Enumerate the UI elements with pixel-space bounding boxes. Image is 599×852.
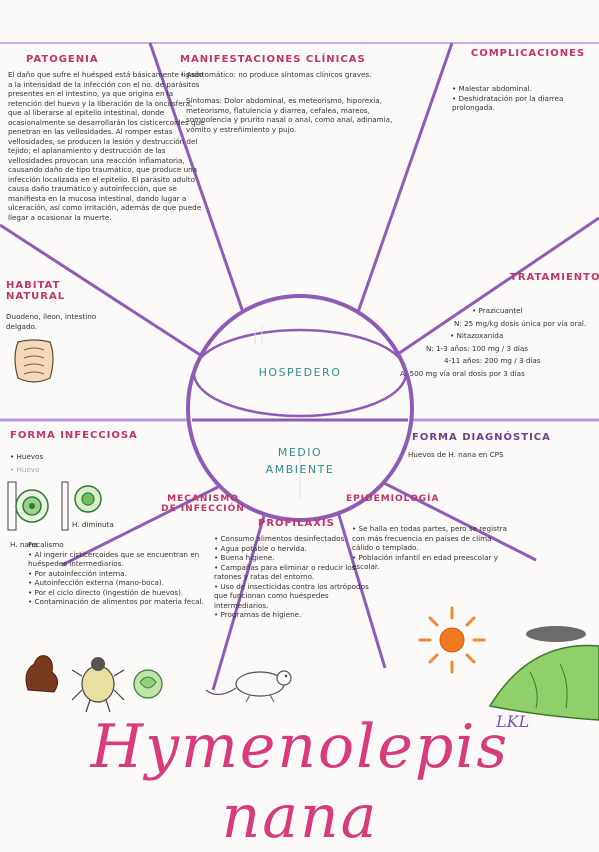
patogenia-title: PATOGENIA	[26, 54, 99, 65]
egg-h-nana-icon	[7, 481, 49, 531]
signature: LKL	[496, 712, 530, 731]
profilaxis-title: PROFILAXIS	[258, 518, 335, 529]
manifestaciones-intro: • Asintomático: no produce síntomas clín…	[180, 70, 372, 79]
tratamiento-list: • Prazicuantel N: 25 mg/kg dosis única p…	[400, 306, 596, 381]
mecanismo-title: MECANISMO DE INFECCIÓN	[161, 494, 245, 514]
epidemiologia-title: EPIDEMIOLOGÍA	[346, 494, 440, 504]
profilaxis-text: • Consumo alimentos desinfectados. • Agu…	[214, 534, 369, 619]
beetle-icon	[71, 657, 125, 713]
medio-ambiente-label-1: MEDIO	[277, 446, 323, 459]
h-nana-label: H. nana	[10, 540, 38, 549]
hospedero-ellipse	[192, 328, 408, 418]
hospedero-label: HOSPEDERO	[258, 366, 342, 379]
complicaciones-text: • Malestar abdominal. • Deshidratación p…	[452, 84, 564, 112]
tratamiento-line: • Prazicuantel	[472, 306, 523, 315]
epidemiologia-text: • Se halla en todas partes, pero se regi…	[352, 524, 508, 571]
ray-4	[391, 216, 599, 360]
lettuce-icon	[133, 669, 163, 699]
tratamiento-line: N: 25 mg/kg dosis única por vía oral.	[454, 318, 587, 328]
patogenia-text: El daño que sufre el huésped está básica…	[8, 70, 205, 222]
tratamiento-line: N: 1-3 años: 100 mg / 3 días	[426, 343, 529, 353]
tratamiento-line: A: 500 mg vía oral dosis por 3 días	[400, 368, 525, 378]
ray-3	[0, 223, 206, 360]
egg-h-diminuta-icon	[61, 481, 102, 531]
h-diminuta-label: H. diminuta	[72, 520, 114, 529]
ray-1	[148, 42, 247, 319]
medio-ambiente-label-2: AMBIENTE	[265, 463, 335, 476]
manifestaciones-text: Síntomas: Dolor abdominal, es meteorismo…	[186, 96, 393, 134]
forma-infecciosa-title: FORMA INFECCIOSA	[10, 430, 138, 441]
ray-6	[211, 501, 270, 691]
ray-8	[377, 478, 537, 562]
forma-diagnostica-text: Huevos de H. nana en CPS	[408, 450, 504, 459]
feces-icon	[25, 655, 58, 693]
ray-2	[354, 42, 454, 319]
hub-circle	[186, 294, 414, 522]
hill-icon	[488, 644, 599, 721]
cloud-icon	[526, 626, 586, 642]
intestine-icon	[14, 339, 54, 383]
sun-icon	[418, 606, 486, 674]
ray-5	[61, 483, 223, 567]
forma-diagnostica-title: FORMA DIAGNÓSTICA	[412, 432, 551, 443]
mecanismo-text: Fecalismo • Al ingerir cisticercoides qu…	[28, 540, 204, 606]
manifestaciones-title: MANIFESTACIONES CLÍNICAS	[180, 54, 366, 65]
habitat-text: Duodeno, íleon, intestino delgado.	[6, 312, 97, 331]
forma-infecciosa-list: • Huevos • Huevo	[10, 452, 130, 477]
tratamiento-title: TRATAMIENTO	[510, 272, 599, 283]
tratamiento-line: • Nitazoxanida	[450, 331, 504, 340]
forma-infecciosa-item: • Huevo	[10, 464, 40, 474]
tratamiento-line: 4-11 años: 200 mg / 3 días	[444, 356, 541, 365]
habitat-title: HABITAT NATURAL	[6, 280, 66, 302]
ray-7	[333, 501, 387, 669]
main-title: Hymenolepis nana	[90, 712, 510, 852]
forma-infecciosa-item: • Huevos	[10, 452, 44, 461]
rat-icon	[205, 670, 292, 703]
complicaciones-title: COMPLICACIONES	[470, 48, 586, 59]
